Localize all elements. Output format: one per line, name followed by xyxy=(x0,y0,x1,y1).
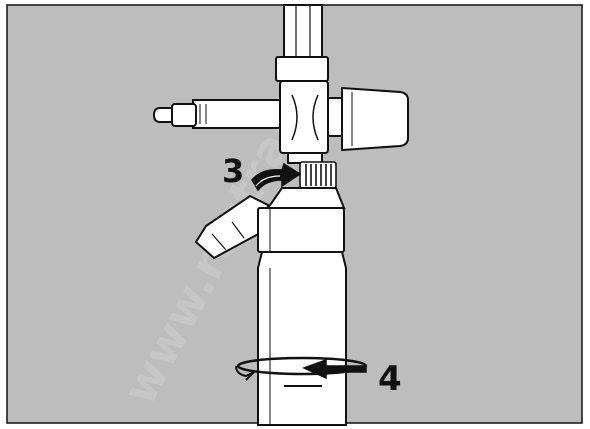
right-knob xyxy=(327,86,409,152)
valve-body xyxy=(279,80,329,154)
step-4-arrow xyxy=(235,356,368,381)
lock-ring xyxy=(299,161,337,189)
glass-cylinder xyxy=(257,251,347,426)
left-hose-connector xyxy=(152,99,286,129)
upper-collar xyxy=(275,56,329,82)
step-4-label: 4 xyxy=(378,359,402,399)
tapered-transition xyxy=(266,187,346,209)
step-3-label: 3 xyxy=(222,152,244,190)
lower-collar xyxy=(257,207,345,253)
top-tube xyxy=(283,4,323,58)
step-3-arrow xyxy=(251,162,302,192)
